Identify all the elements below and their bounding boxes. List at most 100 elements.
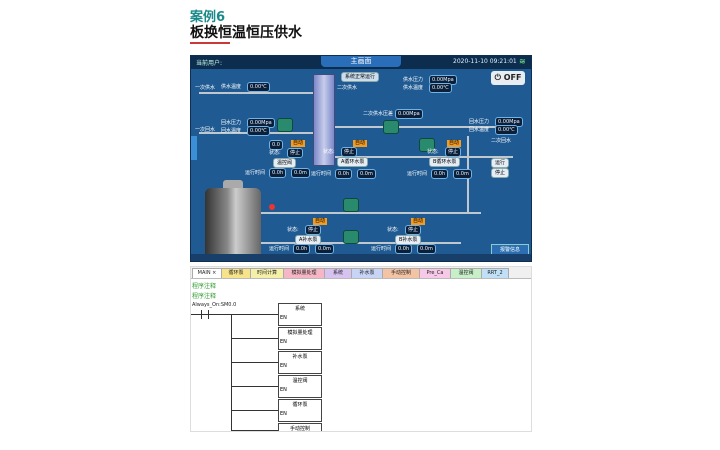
contact-left <box>201 310 202 319</box>
contact-right <box>208 310 209 319</box>
branch-rail <box>231 314 232 431</box>
pump-a-makeup-icon[interactable] <box>343 198 359 212</box>
valve-icon[interactable] <box>277 118 293 132</box>
pressure-diff-label: 二次供水压差 <box>363 111 394 117</box>
secondary-supply-pressure-label: 供水压力 <box>403 77 424 83</box>
pump-b-makeup-runtime-label: 运行时间 <box>371 246 392 252</box>
pou-tabs: MAIN × 循环泵 时间计算 模拟量处理 系统 补水泵 手动控制 Pre_Ca… <box>191 267 531 279</box>
pump-b-makeup-status-label: 状态: <box>387 227 399 233</box>
tab-time-calc[interactable]: 时间计算 <box>250 268 284 278</box>
off-button[interactable]: ⏻ OFF <box>491 71 525 85</box>
secondary-return-temp-label: 回水温度 <box>469 127 490 133</box>
pump-b-cycle-runtime-m: 0.0m <box>453 169 472 179</box>
mode-button[interactable]: 系统正常运行 <box>341 72 380 82</box>
legend-stop: 停止 <box>491 168 510 178</box>
pump-b-cycle-mode[interactable]: 自动 <box>447 140 462 147</box>
pump-b-makeup-mode[interactable]: 自动 <box>411 218 426 225</box>
hmi-screen: 当前用户: 主画面 2020-11-10 09:21:01 ≋ ⏻ OFF 系统… <box>190 55 532 262</box>
tab-manual[interactable]: 手动控制 <box>382 268 420 278</box>
pump-a-cycle-status: 停止 <box>341 147 358 157</box>
pump-b-cycle-runtime-label: 运行时间 <box>407 171 428 177</box>
pump-a-makeup-mode[interactable]: 自动 <box>313 218 328 225</box>
side-tab[interactable] <box>191 136 197 160</box>
tank-cap <box>223 180 243 190</box>
pressure-diff-value: 0.00Mpa <box>395 109 423 119</box>
valve-status: 停止 <box>287 148 304 158</box>
sbr-manual[interactable]: 手动控制EN <box>278 423 322 432</box>
pump-a-cycle-icon[interactable] <box>383 120 399 134</box>
hmi-bottom-bar <box>191 254 531 261</box>
valve-value: 0.0 <box>269 140 283 150</box>
valve-mode[interactable]: 自动 <box>291 140 306 147</box>
pump-a-makeup-status-label: 状态: <box>287 227 299 233</box>
sbr-manual-name: 手动控制 <box>289 426 310 432</box>
tab-makeup-pump[interactable]: 补水泵 <box>351 268 383 278</box>
pump-a-cycle-mode[interactable]: 自动 <box>353 140 368 147</box>
wifi-icon: ≋ <box>519 57 526 66</box>
pump-b-cycle-runtime-h: 0.0h <box>431 169 449 179</box>
valve-status-label: 状态: <box>269 150 281 156</box>
pump-b-makeup-runtime-h: 0.0h <box>395 244 413 254</box>
valve-runtime-h: 0.0h <box>269 168 287 178</box>
tab-cycle-pump[interactable]: 循环泵 <box>221 268 251 278</box>
sbr-system[interactable]: 系统 EN <box>278 303 322 326</box>
tab-temp-valve[interactable]: 温控阀 <box>450 268 482 278</box>
tab-main[interactable]: MAIN × <box>192 268 222 278</box>
pump-b-makeup-runtime-m: 0.0m <box>417 244 436 254</box>
valve-name[interactable]: 温控阀 <box>273 158 297 168</box>
secondary-main-pipe <box>333 126 513 128</box>
rung-wire <box>191 314 278 315</box>
pump-b-makeup-status: 停止 <box>405 225 422 235</box>
sbr-system-en: EN <box>280 315 287 321</box>
program-comment-1: 程序注释 <box>192 283 217 290</box>
current-user[interactable]: 当前用户: <box>196 60 223 67</box>
branch-6 <box>231 430 278 431</box>
sbr-analog-name: 模拟量处理 <box>287 330 313 336</box>
pump-b-cycle-status: 停止 <box>445 147 462 157</box>
pump-a-makeup-runtime-m: 0.0m <box>315 244 334 254</box>
primary-return-label: 一次回水 <box>195 127 216 133</box>
valve-runtime-m: 0.0m <box>291 168 310 178</box>
pump-a-makeup-status: 停止 <box>305 225 322 235</box>
screen-title: 主画面 <box>321 56 401 67</box>
makeup-pipe <box>261 212 481 214</box>
valve-runtime-label: 运行时间 <box>245 170 266 176</box>
off-label: OFF <box>503 73 522 82</box>
pump-a-cycle-runtime-m: 0.0m <box>357 169 376 179</box>
hot-return-temp: 0.00℃ <box>247 126 270 136</box>
title-underline <box>190 42 230 44</box>
tab-pre-ca[interactable]: Pre_Ca <box>419 268 451 278</box>
secondary-supply-temp: 0.00℃ <box>429 83 452 93</box>
sbr-cycle-pump-en: EN <box>280 411 287 417</box>
secondary-supply-temp-label: 供水温度 <box>403 85 424 91</box>
secondary-return-temp: 0.00℃ <box>495 125 518 135</box>
pump-a-cycle-name[interactable]: A循环水泵 <box>337 157 369 167</box>
primary-supply-temp: 0.00℃ <box>247 82 270 92</box>
pump-a-cycle-runtime-label: 运行时间 <box>311 171 332 177</box>
pump-b-cycle-name[interactable]: B循环水泵 <box>429 157 461 167</box>
sbr-system-name: 系统 <box>294 306 305 312</box>
hot-return-pressure-label: 回水压力 <box>221 120 242 126</box>
tab-system[interactable]: 系统 <box>324 268 352 278</box>
tab-rrt2[interactable]: RRT_2 <box>481 268 509 278</box>
pump-a-cycle-runtime-h: 0.0h <box>335 169 353 179</box>
primary-supply-pipe <box>199 92 313 94</box>
sbr-cycle-pump-name: 循环泵 <box>292 402 308 408</box>
sbr-makeup-name: 补水泵 <box>292 354 308 360</box>
branch-4 <box>231 386 278 387</box>
pump-a-cycle-status-label: 状态: <box>323 149 335 155</box>
tab-analog[interactable]: 模拟量处理 <box>283 268 325 278</box>
datetime: 2020-11-10 09:21:01 <box>453 58 517 65</box>
tank-valve-icon[interactable] <box>269 204 275 210</box>
sbr-cycle-pump[interactable]: 循环泵 EN <box>278 399 322 422</box>
legend-run: 运行 <box>491 158 510 168</box>
pump-a-makeup-icon-2[interactable] <box>343 230 359 244</box>
pump-b-cycle-icon[interactable] <box>419 138 435 152</box>
program-comment-2: 程序注释 <box>192 293 217 300</box>
sbr-analog-en: EN <box>280 339 287 345</box>
contact-label: Always_On:SM0.0 <box>192 302 237 308</box>
plate-heat-exchanger <box>313 74 335 166</box>
